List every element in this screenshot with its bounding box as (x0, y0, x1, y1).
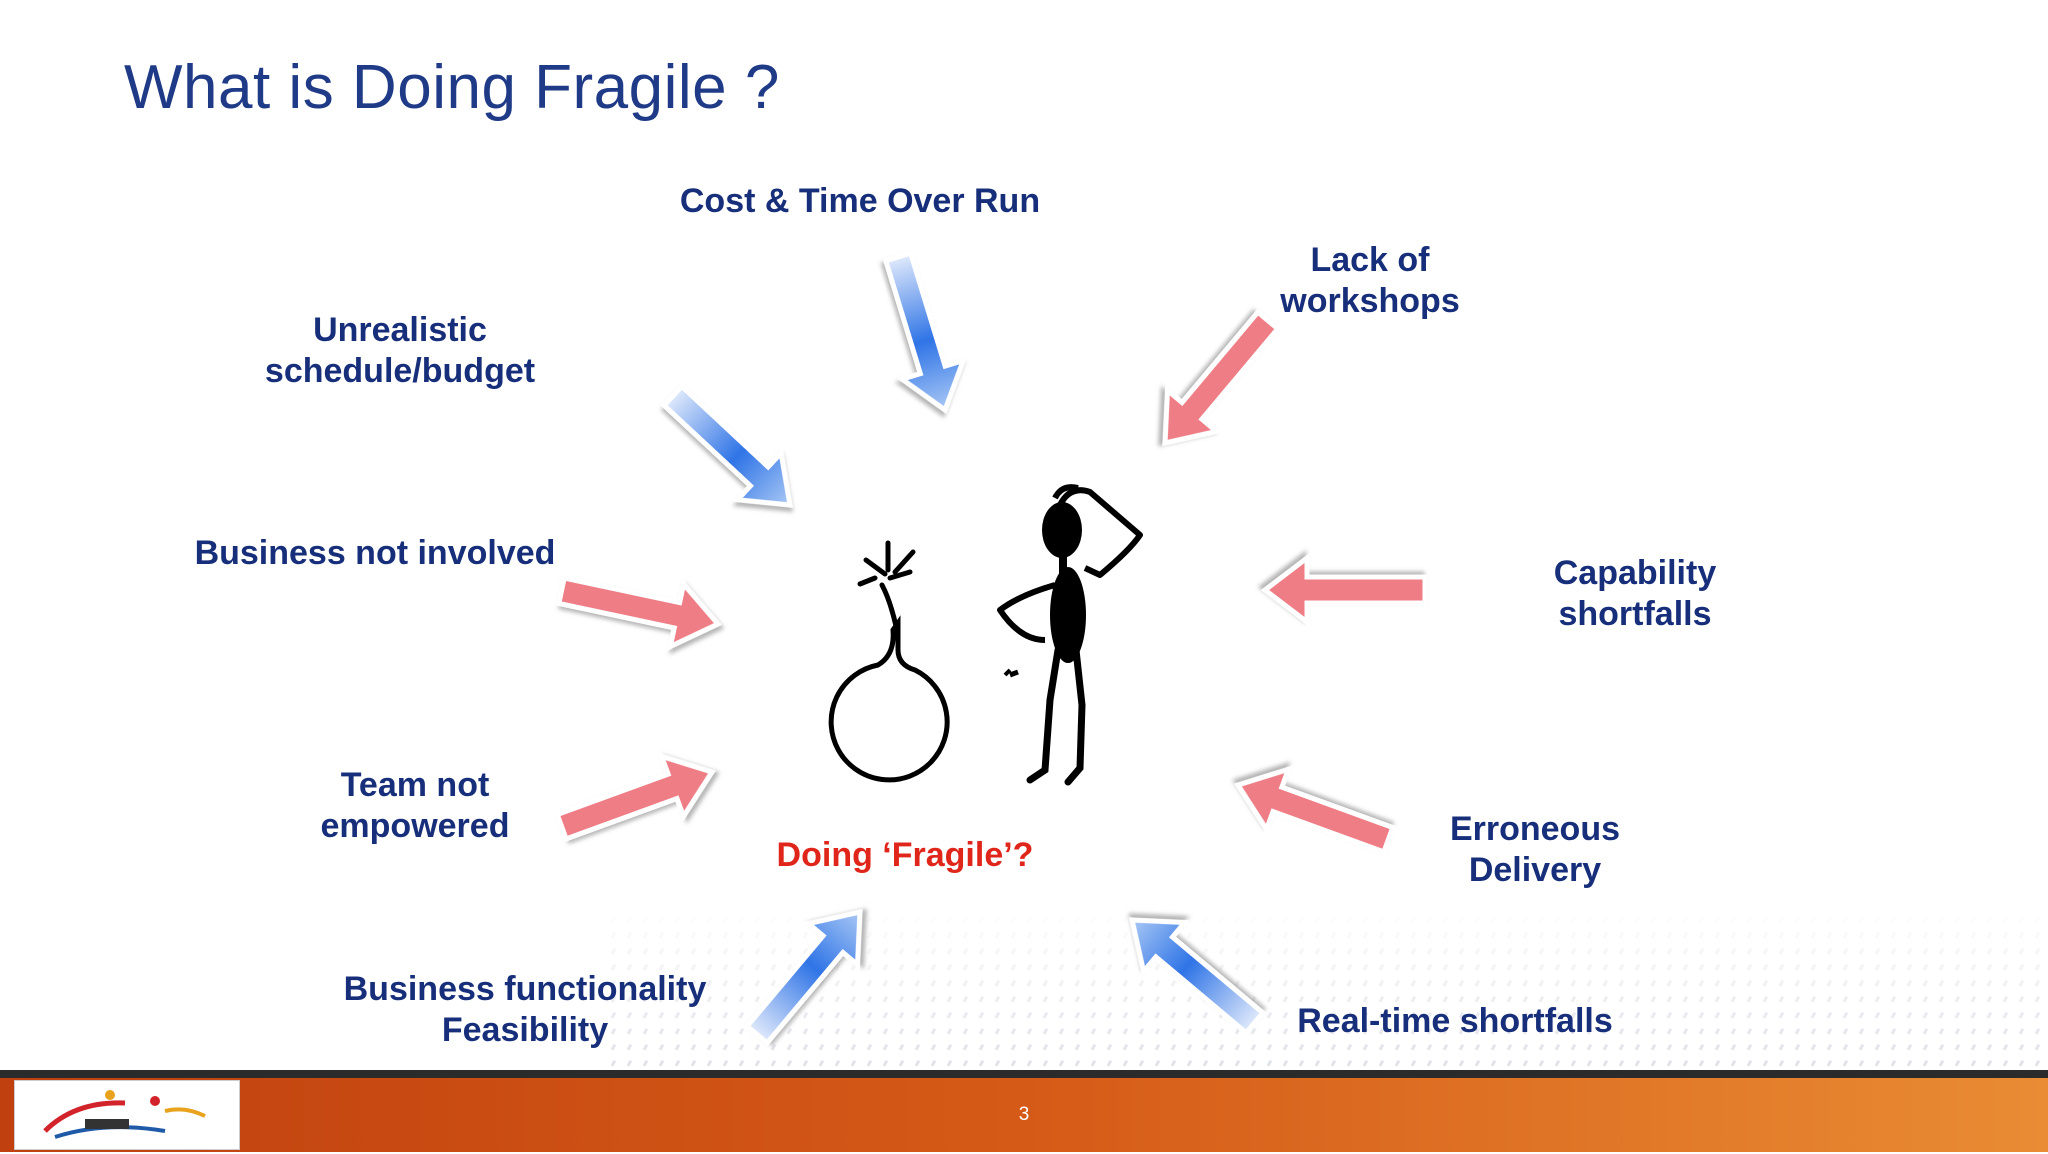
label-line: Unrealistic (313, 311, 487, 349)
company-logo (14, 1080, 240, 1150)
label-capability-shortfalls: Capability shortfalls (1520, 553, 1750, 635)
label-line: empowered (320, 807, 510, 845)
label-lack-of-workshops: Lack of workshops (1250, 240, 1490, 322)
label-line: schedule/budget (264, 352, 536, 390)
footer-bar (0, 1070, 2048, 1152)
label-line: Erroneous (1449, 810, 1621, 848)
label-team-not-empowered: Team not empowered (300, 765, 530, 847)
label-line: Team not (340, 766, 490, 804)
label-realtime-shortfalls: Real-time shortfalls (1297, 1002, 1613, 1040)
slide-title: What is Doing Fragile ? (124, 53, 780, 122)
bomb-icon (828, 540, 950, 783)
logo-graphic (43, 1090, 206, 1139)
label-erroneous-delivery: Erroneous Delivery (1420, 809, 1650, 891)
center-label: Doing ‘Fragile’? (776, 836, 1034, 874)
page-number: 3 (1018, 1104, 1030, 1125)
label-line: Lack of (1310, 241, 1430, 279)
confused-figure-icon (997, 484, 1143, 786)
label-cost-time-overrun: Cost & Time Over Run (679, 182, 1041, 220)
label-line: workshops (1280, 282, 1460, 320)
footer-divider (0, 1070, 2048, 1078)
label-unrealistic-schedule: Unrealistic schedule/budget (250, 310, 550, 392)
label-line: shortfalls (1558, 595, 1712, 633)
label-business-not-involved: Business not involved (194, 534, 556, 572)
label-line: Delivery (1468, 851, 1602, 889)
label-line: Capability (1553, 554, 1717, 592)
label-business-functionality: Business functionality Feasibility (330, 969, 720, 1051)
label-line: Feasibility (441, 1011, 609, 1049)
label-line: Business functionality (343, 970, 707, 1008)
